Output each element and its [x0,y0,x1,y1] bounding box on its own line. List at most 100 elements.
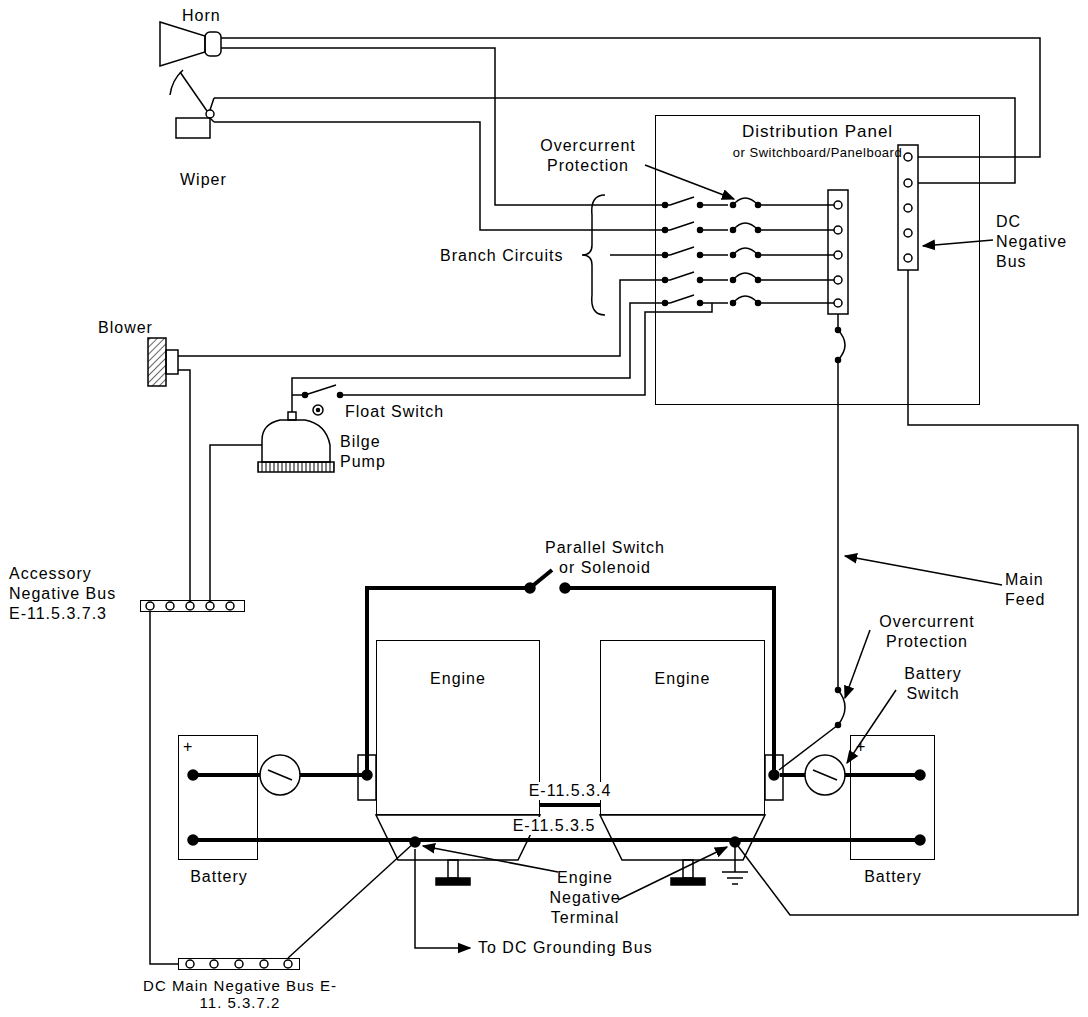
bilge-pump-label: Bilge Pump [340,432,402,472]
leader-lines [415,165,1002,948]
switch-fuse-row [663,278,668,283]
panel-switches-and-fuses [834,276,842,284]
bus-holes [284,960,292,968]
switch-fuse-row [665,272,834,280]
switch-fuse-row [698,228,703,233]
switch-fuse-row [756,203,761,208]
switch-fuse-row [663,301,668,306]
bilge-pump-symbol [288,412,296,420]
overcurrent-label: Overcurrent Protection [533,136,643,176]
panel-switches-and-fuses [828,190,848,314]
leader-lines [423,846,558,872]
blower-symbol [148,338,178,386]
switch-fuse-row [663,197,835,306]
engine-block: Engine [376,640,540,815]
panel-negative-return [735,270,1078,915]
float-switch-symbol [313,405,323,415]
bus-holes [260,960,268,968]
terminals [525,583,535,593]
cable-spec-label: E-11.5.3.4 [527,782,614,800]
accessory-negative-bus: Accessory Negative Bus E-11.5.3.7.3 [140,600,245,612]
switch-fuse-row [698,253,703,258]
ground-bus-label: To DC Grounding Bus [478,938,653,958]
terminals [188,835,198,845]
blower-symbol [148,338,166,386]
leader-lines [923,240,993,246]
branch-wires [292,303,712,395]
panel-switches-and-fuses [663,145,919,690]
engine-block: Engine [600,640,765,815]
node-text: Battery [159,867,279,887]
main-bus-to-engine [288,842,415,958]
horn-symbol [160,22,205,66]
terminals [188,770,198,780]
node-text: Engine [601,669,764,689]
cables [193,773,920,777]
leader-lines [847,690,896,763]
panel-switches-and-fuses [834,201,842,209]
branch-label: Branch Circuits [440,246,563,266]
switch-fuse-row [731,228,736,233]
bilge-pump-symbol [262,420,330,462]
branch-wires [178,370,190,602]
bus-holes [186,602,194,610]
engine-lower-parts [600,815,765,860]
battery-switch-symbol [813,770,837,780]
bus-holes [235,960,243,968]
overcurrent-label: Overcurrent Protection [872,612,982,652]
wiper-label: Wiper [180,170,227,190]
branch-wires [178,38,1040,602]
wiper-symbol [206,110,214,118]
engine-lower-parts [436,878,470,885]
panel-switches-and-fuses [904,179,912,187]
bilge-pump-symbol [258,412,334,472]
float-switch-symbol [305,385,336,395]
panel-switches-and-fuses [836,328,841,333]
polarity-mark: + [856,737,866,757]
switch-fuse-row [663,253,668,258]
switch-fuse-row [731,301,736,306]
engine-lower-parts [671,878,705,885]
branch-wires [214,122,665,230]
leader-lines [845,556,1002,585]
switch-fuse-row [665,197,834,205]
ground-symbol [722,847,748,884]
engine-lower-parts [358,755,783,885]
switch-fuse-row [663,203,668,208]
terminal-label: Engine Negative Terminal [540,868,630,928]
leader-lines [845,630,870,698]
switch-fuse-row [731,203,736,208]
horn-symbol [205,32,221,56]
switch-fuse-row [665,222,834,230]
leader-lines [415,849,470,948]
bus-holes [166,602,174,610]
wiper-symbol [170,70,214,138]
cable-connector [150,612,178,964]
main-feed-fuse [836,688,841,693]
main-feed-fuse [836,723,841,728]
bus-holes [226,602,234,610]
terminals [188,583,925,847]
panel-switches-and-fuses [904,254,912,262]
panel-switches-and-fuses [904,204,912,212]
branch-wires [610,254,665,256]
float-switch-symbol [317,409,320,412]
float-switch-label: Float Switch [345,402,444,422]
cable-spec-label: E-11.5.3.5 [511,817,598,835]
terminals [560,583,570,593]
bus-holes [206,602,214,610]
main-feed-label: Main Feed [1005,570,1067,610]
ground-symbol [722,847,748,884]
node-text: Battery [858,867,928,887]
wiper-symbol [176,118,210,138]
terminals [915,770,925,780]
negative-bus-label: DC Negative Bus [996,212,1084,272]
horn-symbol [160,22,221,66]
panel-switches-and-fuses [904,229,912,237]
panel-switches-and-fuses [834,226,842,234]
node-text: or Switchboard/Panelboard [656,143,979,163]
cable-connector [258,838,850,842]
switch-fuse-row [731,253,736,258]
switch-fuse-row [731,278,736,283]
